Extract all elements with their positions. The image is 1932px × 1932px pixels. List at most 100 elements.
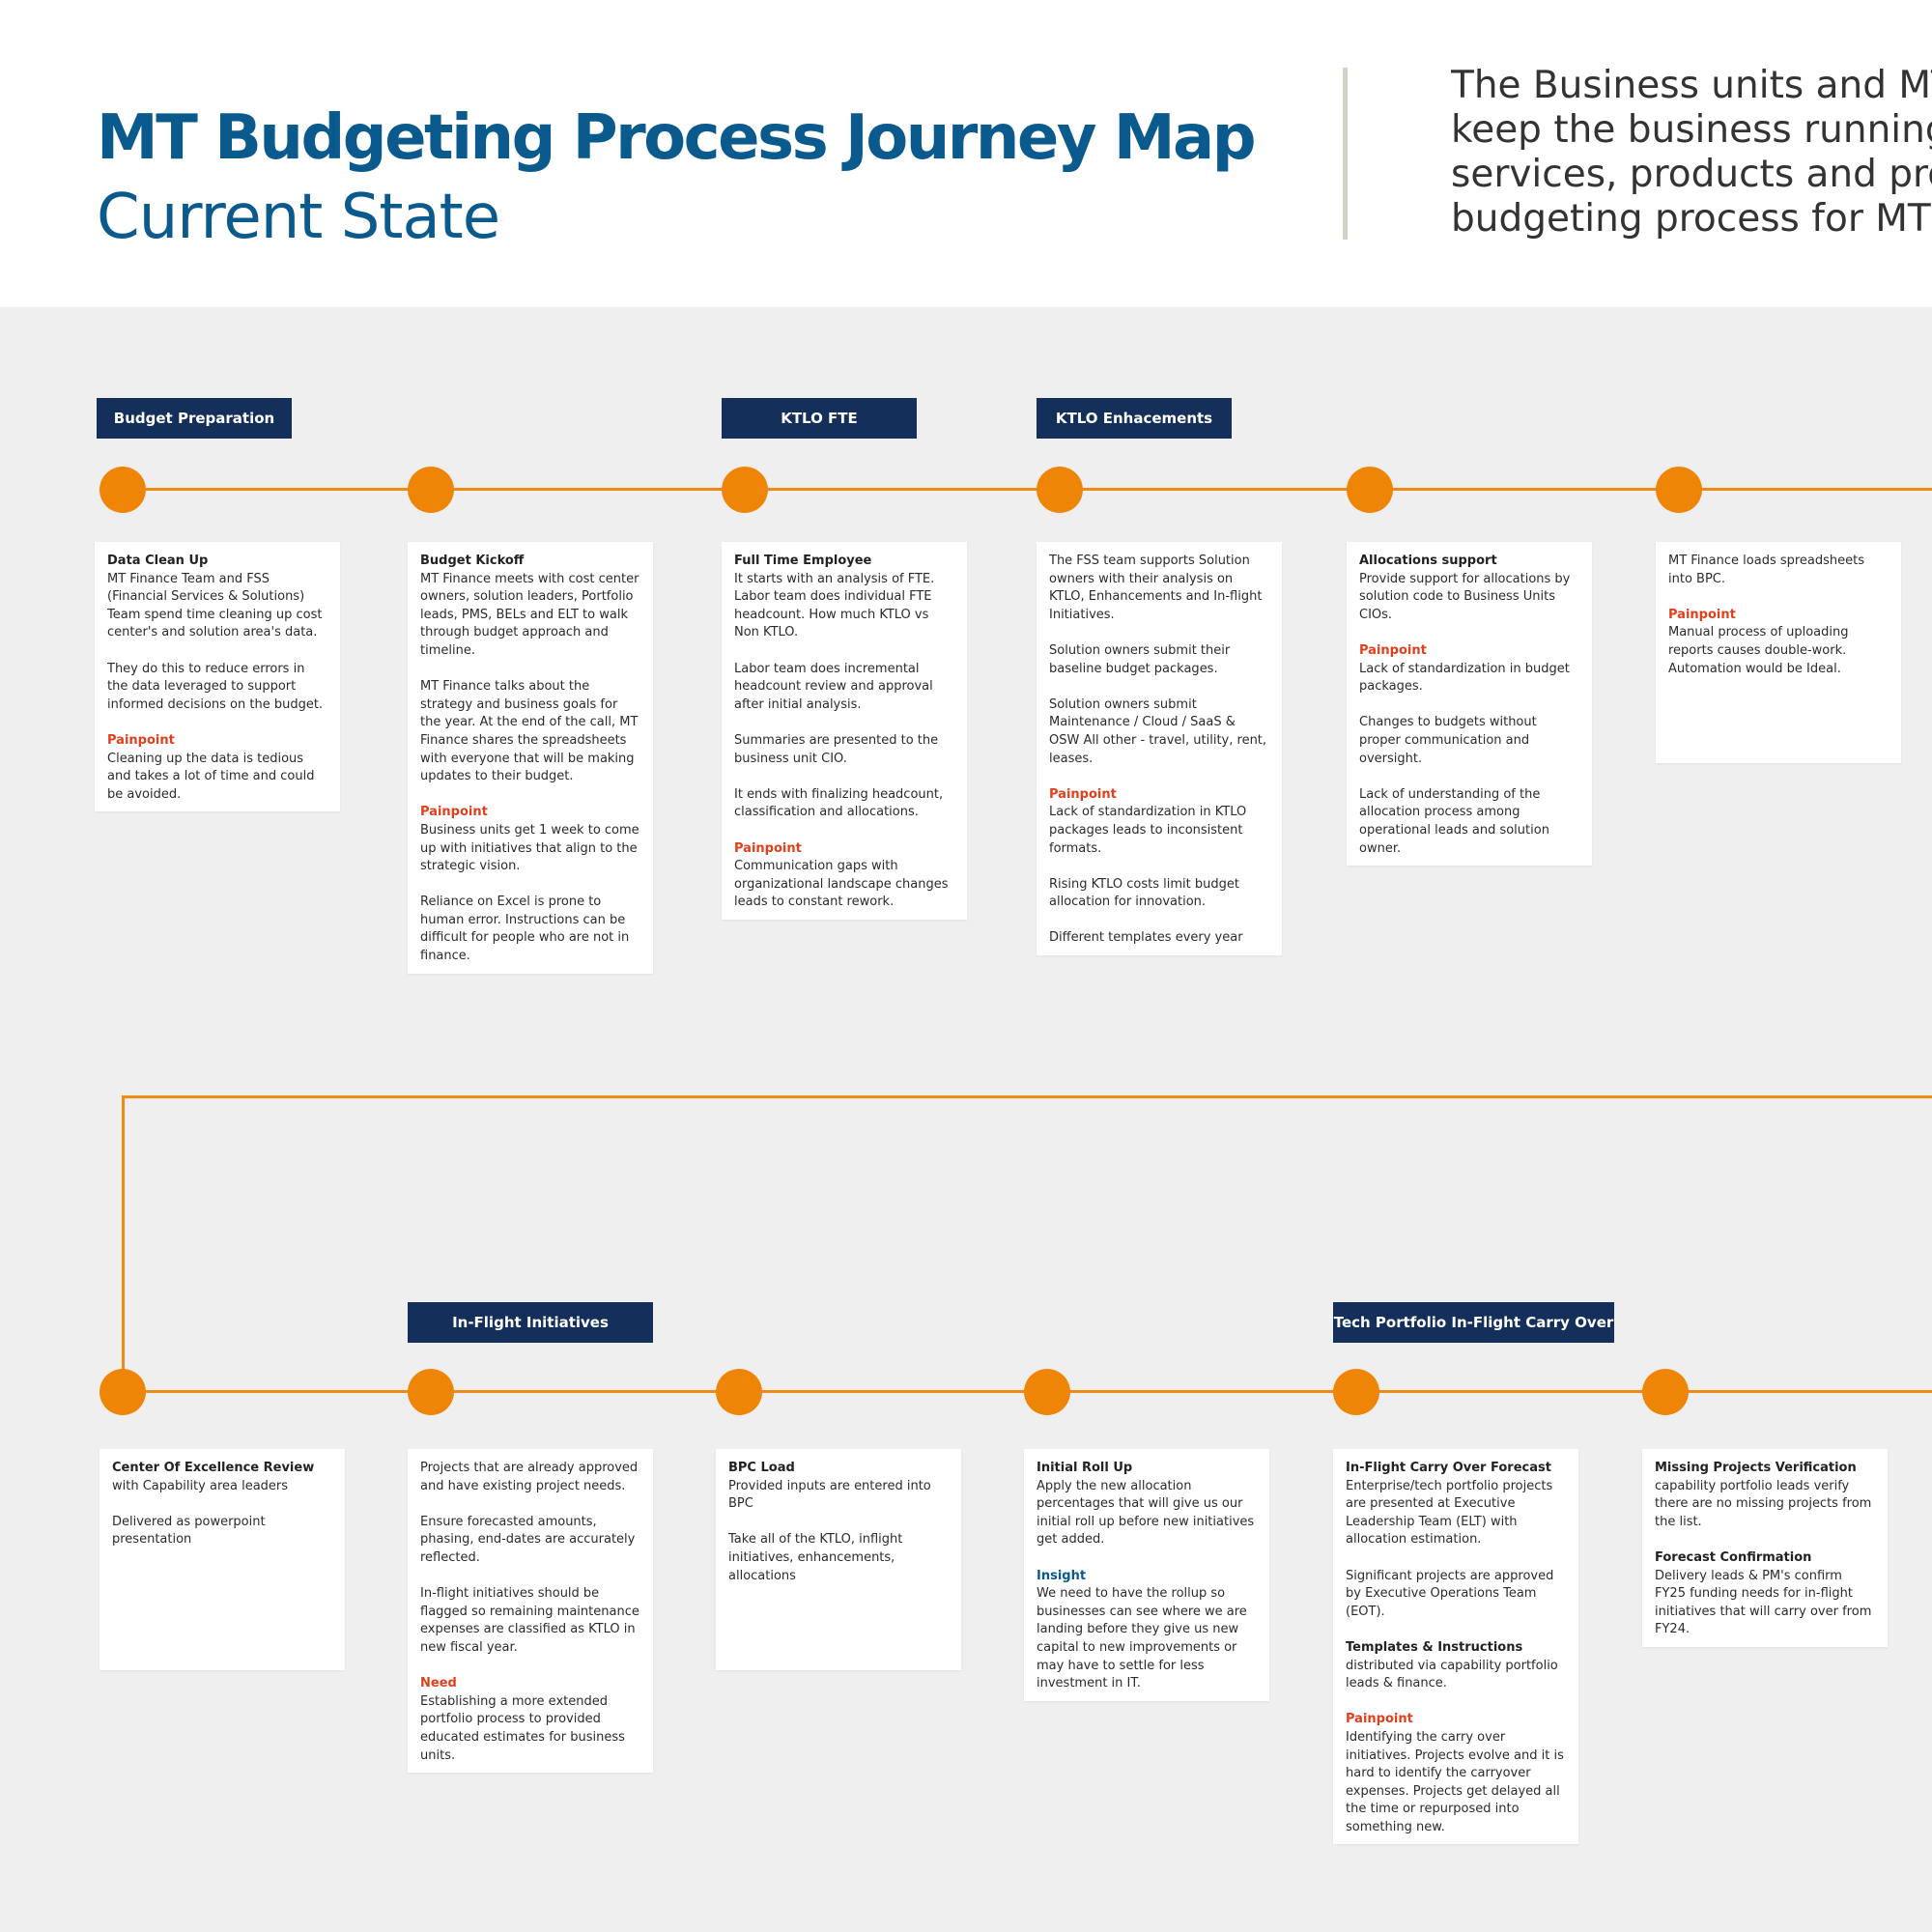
painpoint-text: Cleaning up the data is tedious and take… xyxy=(107,751,315,802)
step-text: Take all of the KTLO, inflight initiativ… xyxy=(728,1532,903,1583)
insight-text: We need to have the rollup so businesses… xyxy=(1037,1586,1247,1691)
step-title: Budget Kickoff xyxy=(420,554,525,568)
stage-label-ktlo-enhancements: KTLO Enhacements xyxy=(1037,398,1232,439)
step-text: Projects that are already approved and h… xyxy=(420,1461,639,1493)
stage-label-tech-portfolio-carry-over: Tech Portfolio In-Flight Carry Over xyxy=(1333,1302,1614,1343)
step-text: They do this to reduce errors in the dat… xyxy=(107,661,324,712)
painpoint-label: Painpoint xyxy=(107,732,175,748)
intro-line: budgeting process for MT F xyxy=(1451,197,1932,241)
step-title: BPC Load xyxy=(728,1461,795,1475)
step-title: Initial Roll Up xyxy=(1037,1461,1133,1475)
step-text: Labor team does incremental headcount re… xyxy=(734,661,933,712)
page-title: MT Budgeting Process Journey Map xyxy=(97,102,1257,174)
timeline-connector-vertical xyxy=(122,1095,125,1391)
step-text: Provided inputs are entered into BPC xyxy=(728,1478,931,1512)
step-title: Missing Projects Verification xyxy=(1655,1461,1857,1475)
step-text: Solution owners submit Maintenance / Clo… xyxy=(1049,696,1267,766)
step-title: Allocations support xyxy=(1359,554,1497,568)
step-text: Summaries are presented to the business … xyxy=(734,732,939,766)
step-card-bpc-spreadsheets: MT Finance loads spreadsheets into BPC. … xyxy=(1656,542,1901,763)
timeline-node xyxy=(1024,1369,1070,1415)
timeline-node xyxy=(716,1369,762,1415)
step-text: Significant projects are approved by Exe… xyxy=(1346,1568,1554,1619)
painpoint-text: Lack of understanding of the allocation … xyxy=(1359,786,1549,856)
painpoint-text: Lack of standardization in budget packag… xyxy=(1359,661,1570,695)
step-text: MT Finance loads spreadsheets into BPC. xyxy=(1668,554,1865,586)
stage-label-in-flight-initiatives: In-Flight Initiatives xyxy=(408,1302,653,1343)
step-title: In-Flight Carry Over Forecast xyxy=(1346,1461,1551,1475)
step-title: Full Time Employee xyxy=(734,554,872,568)
step-text: Solution owners submit their baseline bu… xyxy=(1049,642,1231,676)
step-text: MT Finance meets with cost center owners… xyxy=(420,571,639,658)
step-card-coe-review: Center Of Excellence Review with Capabili… xyxy=(99,1449,345,1670)
step-text: capability portfolio leads verify there … xyxy=(1655,1478,1872,1529)
timeline-node xyxy=(408,467,454,513)
timeline-node xyxy=(1642,1369,1689,1415)
step-subtitle: Templates & Instructions xyxy=(1346,1639,1523,1655)
step-card-missing-projects: Missing Projects Verification capability … xyxy=(1642,1449,1888,1647)
painpoint-text: Lack of standardization in KTLO packages… xyxy=(1049,805,1247,856)
painpoint-text: Business units get 1 week to come up wit… xyxy=(420,822,639,874)
painpoint-text: Identifying the carry over initiatives. … xyxy=(1346,1729,1564,1834)
header: MT Budgeting Process Journey Map Current… xyxy=(0,0,1932,307)
step-text: In-flight initiatives should be flagged … xyxy=(420,1586,639,1655)
step-card-in-flight-projects: Projects that are already approved and h… xyxy=(408,1449,653,1774)
step-text: with Capability area leaders xyxy=(112,1478,289,1493)
step-text: Enterprise/tech portfolio projects are p… xyxy=(1346,1478,1553,1548)
step-text: Delivery leads & PM's confirm FY25 fundi… xyxy=(1655,1568,1872,1637)
painpoint-text: Communication gaps with organizational l… xyxy=(734,859,949,910)
step-text: Ensure forecasted amounts, phasing, end-… xyxy=(420,1514,636,1565)
timeline-node xyxy=(1656,467,1702,513)
timeline-node xyxy=(99,467,146,513)
intro-line: services, products and proc xyxy=(1451,153,1932,196)
painpoint-label: Painpoint xyxy=(1668,607,1736,622)
stage-label-budget-preparation: Budget Preparation xyxy=(97,398,292,439)
painpoint-text: Different templates every year xyxy=(1049,930,1243,946)
step-subtitle: Forecast Confirmation xyxy=(1655,1549,1812,1565)
timeline-node xyxy=(1333,1369,1379,1415)
intro-line: The Business units and MT xyxy=(1451,64,1932,107)
timeline-node xyxy=(722,467,768,513)
step-card-initial-roll-up: Initial Roll Up Apply the new allocation … xyxy=(1024,1449,1269,1701)
step-title: Center Of Excellence Review xyxy=(112,1461,315,1475)
timeline-line-row-1 xyxy=(123,488,1932,491)
painpoint-text: Changes to budgets without proper commun… xyxy=(1359,715,1537,766)
step-card-data-clean-up: Data Clean Up MT Finance Team and FSS (Fi… xyxy=(95,542,340,812)
painpoint-label: Painpoint xyxy=(1049,786,1117,802)
painpoint-label: Painpoint xyxy=(734,840,802,856)
timeline-node xyxy=(99,1369,146,1415)
step-text: MT Finance talks about the strategy and … xyxy=(420,679,639,784)
timeline-connector-horizontal xyxy=(122,1095,1932,1098)
step-text: It starts with an analysis of FTE. Labor… xyxy=(734,571,935,640)
step-text: MT Finance Team and FSS (Financial Servi… xyxy=(107,571,323,640)
step-text: Delivered as powerpoint presentation xyxy=(112,1514,266,1548)
intro-line: keep the business running a xyxy=(1451,108,1932,152)
page-subtitle: Current State xyxy=(97,182,500,253)
need-label: Need xyxy=(420,1676,457,1691)
painpoint-label: Painpoint xyxy=(1359,642,1427,658)
stage-label-ktlo-fte: KTLO FTE xyxy=(722,398,917,439)
header-divider xyxy=(1343,68,1348,240)
step-card-budget-kickoff: Budget Kickoff MT Finance meets with cost… xyxy=(408,542,653,974)
step-card-full-time-employee: Full Time Employee It starts with an anal… xyxy=(722,542,967,920)
timeline-node xyxy=(408,1369,454,1415)
painpoint-label: Painpoint xyxy=(1346,1712,1413,1727)
painpoint-text: Manual process of uploading reports caus… xyxy=(1668,625,1849,676)
step-title: Data Clean Up xyxy=(107,554,209,568)
painpoint-text: Rising KTLO costs limit budget allocatio… xyxy=(1049,876,1239,910)
step-text: The FSS team supports Solution owners wi… xyxy=(1049,554,1263,622)
intro-text: The Business units and MT keep the busin… xyxy=(1451,64,1932,247)
step-text: Provide support for allocations by solut… xyxy=(1359,571,1571,622)
timeline-node xyxy=(1037,467,1083,513)
step-text: distributed via capability portfolio lea… xyxy=(1346,1658,1558,1691)
step-card-ktlo-enhancements: The FSS team supports Solution owners wi… xyxy=(1037,542,1282,956)
painpoint-text: Reliance on Excel is prone to human erro… xyxy=(420,895,630,964)
insight-label: Insight xyxy=(1037,1568,1087,1583)
step-text: Apply the new allocation percentages tha… xyxy=(1037,1478,1255,1548)
need-text: Establishing a more extended portfolio p… xyxy=(420,1693,625,1763)
step-text: It ends with finalizing headcount, class… xyxy=(734,786,944,820)
timeline-node xyxy=(1347,467,1393,513)
